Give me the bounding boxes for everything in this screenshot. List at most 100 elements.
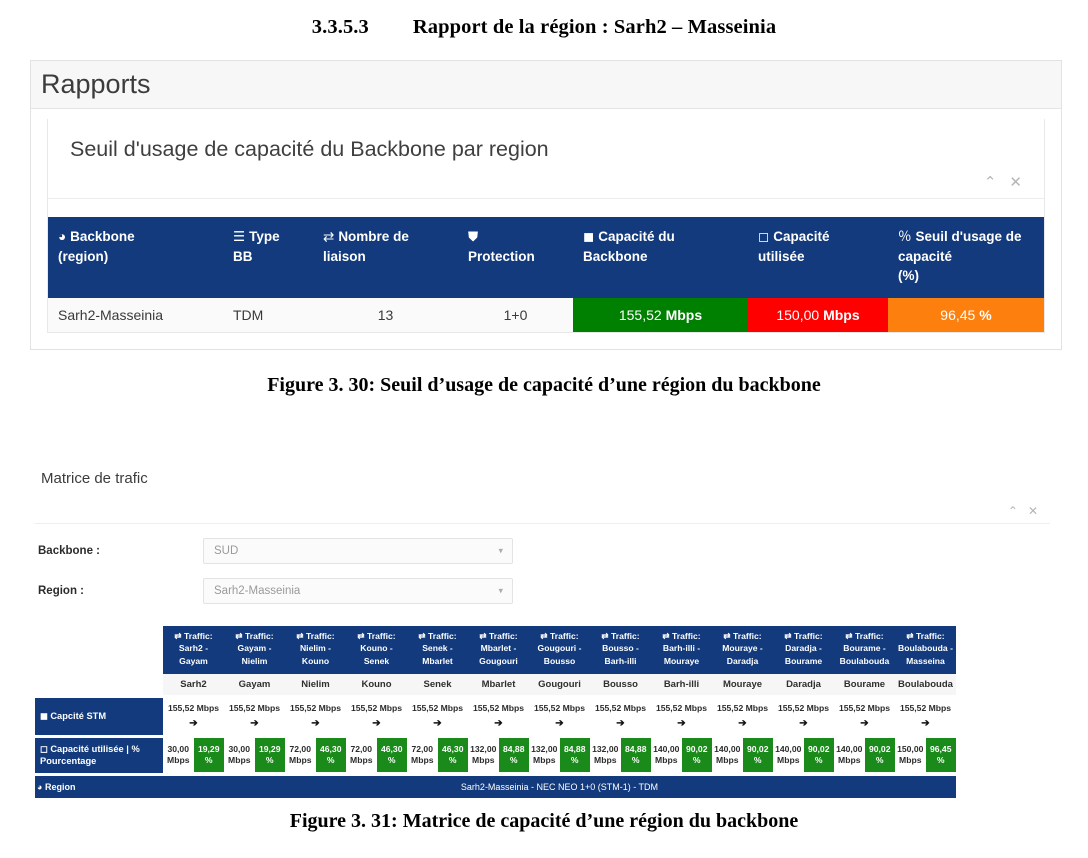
matrix-col-3[interactable]: ⇄ Traffic: Kouno - Senek — [346, 626, 407, 674]
pct-unit: % — [326, 755, 335, 766]
traffic-label: Traffic: — [244, 631, 274, 641]
matrix-site-corner — [35, 674, 163, 695]
site-cell-10: Daradja — [773, 674, 834, 695]
matrix-col-1[interactable]: ⇄ Traffic: Gayam - Nielim — [224, 626, 285, 674]
pct-value: 90,02 — [746, 743, 769, 754]
site-cell-6: Gougouri — [529, 674, 590, 695]
traffic-icon: ⇄ — [479, 631, 487, 641]
arrow-right-icon: ➔ — [860, 717, 869, 729]
matrix-col-12[interactable]: ⇄ Traffic: Boulabouda - Masseina — [895, 626, 956, 674]
row-label-used-line1: Capacité utilisée | % — [50, 743, 140, 754]
matrix-col-6[interactable]: ⇄ Traffic: Gougouri - Bousso — [529, 626, 590, 674]
collapse-chevron-icon[interactable]: ⌃ — [983, 174, 997, 191]
figure-caption-30: Figure 3. 30: Seuil d’usage de capacité … — [267, 374, 821, 396]
stm-cell-3: 155,52 Mbps ➔ — [346, 698, 407, 735]
chevron-down-icon: ▾ — [498, 545, 503, 556]
matrix-corner-cell — [35, 626, 163, 674]
table-header-row: ◕Backbone (region) ☰Type BB ⇄Nombre de l… — [48, 217, 1044, 298]
matrix-spacer-row — [35, 695, 956, 698]
capacity-value: 155,52 — [618, 306, 662, 323]
threshold-panel: Seuil d'usage de capacité du Backbone pa… — [47, 119, 1045, 333]
traffic-icon: ⇄ — [784, 631, 792, 641]
used-unit: Mbps — [228, 755, 251, 766]
pct-value: 84,88 — [563, 743, 586, 754]
matrix-used-row: ◻ Capacité utilisée | % Pourcentage 30,0… — [35, 737, 956, 773]
col-capacite-utilisee[interactable]: ◻Capacité utilisée — [748, 217, 888, 298]
link-line1: Bousso - — [602, 643, 639, 654]
close-icon[interactable]: ✕ — [1027, 504, 1038, 518]
site-cell-7: Bousso — [590, 674, 651, 695]
close-icon[interactable]: ✕ — [1009, 174, 1022, 191]
cell-nombre-liaison: 13 — [313, 297, 458, 332]
pct-value: 84,88 — [502, 743, 525, 754]
matrix-region-row: ◕ Region Sarh2-Masseinia - NEC NEO 1+0 (… — [35, 775, 956, 799]
stm-value: 155,52 Mbps — [228, 703, 281, 713]
used-value: 150,00 — [897, 743, 924, 754]
col-protection[interactable]: ⛊ Protection — [458, 217, 573, 298]
matrix-col-5[interactable]: ⇄ Traffic: Mbarlet - Gougouri — [468, 626, 529, 674]
col-label-line2: liaison — [323, 248, 366, 264]
matrix-col-11[interactable]: ⇄ Traffic: Bourame - Boulabouda — [834, 626, 895, 674]
matrix-col-8[interactable]: ⇄ Traffic: Barh-illi - Mouraye — [651, 626, 712, 674]
col-label-line2: Protection — [468, 248, 535, 264]
arrow-right-icon: ➔ — [189, 717, 198, 729]
traffic-icon: ⇄ — [906, 631, 914, 641]
col-capacite-backbone[interactable]: ◼Capacité du Backbone — [573, 217, 748, 298]
table-row[interactable]: Sarh2-Masseinia TDM 13 1+0 155,52 Mbps 1… — [48, 297, 1044, 332]
traffic-label: Traffic: — [854, 631, 884, 641]
collapse-chevron-icon[interactable]: ⌃ — [1007, 504, 1018, 518]
link-line1: Senek - — [422, 643, 453, 654]
arrow-right-icon: ➔ — [372, 717, 381, 729]
pct-value: 46,30 — [319, 743, 342, 754]
cell-type-bb: TDM — [223, 297, 313, 332]
stm-value: 155,52 Mbps — [350, 703, 403, 713]
matrix-col-9[interactable]: ⇄ Traffic: Mouraye - Daradja — [712, 626, 773, 674]
site-cell-4: Senek — [407, 674, 468, 695]
row-label-used-line2: Pourcentage — [40, 756, 97, 767]
used-unit: Mbps — [838, 755, 861, 766]
spacer-cell — [35, 734, 956, 738]
col-backbone-region[interactable]: ◕Backbone (region) — [48, 217, 223, 298]
figure-caption-31: Figure 3. 31: Matrice de capacité d’une … — [289, 810, 799, 832]
matrix-col-7[interactable]: ⇄ Traffic: Bousso - Barh-illi — [590, 626, 651, 674]
used-unit: Mbps — [411, 755, 434, 766]
spacer-cell — [35, 695, 956, 698]
site-cell-5: Mbarlet — [468, 674, 529, 695]
used-value: 30,00 — [228, 743, 250, 754]
threshold-unit: % — [979, 306, 992, 323]
stm-value: 155,52 Mbps — [411, 703, 464, 713]
backbone-field-row: Backbone : SUD ▾ — [35, 538, 1050, 564]
traffic-label: Traffic: — [427, 631, 457, 641]
traffic-label: Traffic: — [671, 631, 701, 641]
backbone-select[interactable]: SUD ▾ — [203, 538, 513, 564]
matrix-col-2[interactable]: ⇄ Traffic: Nielim - Kouno — [285, 626, 346, 674]
col-type-bb[interactable]: ☰Type BB — [223, 217, 313, 298]
used-value: 72,00 — [289, 743, 311, 754]
square-outline-icon: ◻ — [758, 229, 770, 244]
col-seuil-usage[interactable]: ％Seuil d'usage de capacité (%) — [888, 217, 1044, 298]
matrix-col-4[interactable]: ⇄ Traffic: Senek - Mbarlet — [407, 626, 468, 674]
traffic-icon: ⇄ — [418, 631, 426, 641]
square-filled-icon: ◼ — [583, 229, 595, 244]
matrix-stm-row: ◼ Capcité STM 155,52 Mbps➔ 155,52 Mbps➔ … — [35, 698, 956, 735]
traffic-label: Traffic: — [183, 631, 213, 641]
used-unit: Mbps — [594, 755, 617, 766]
matrix-col-10[interactable]: ⇄ Traffic: Daradja - Bourame — [773, 626, 834, 674]
matrix-col-0[interactable]: ⇄ Traffic: Sarh2 - Gayam — [163, 626, 224, 674]
square-outline-icon: ◻ — [40, 743, 48, 754]
pct-value: 46,30 — [380, 743, 403, 754]
region-select[interactable]: Sarh2-Masseinia ▾ — [203, 578, 513, 604]
pct-value: 19,29 — [197, 743, 220, 754]
col-nombre-liaison[interactable]: ⇄Nombre de liaison — [313, 217, 458, 298]
link-line2: Bourame — [784, 655, 823, 666]
pct-unit: % — [387, 755, 396, 766]
percent-icon: ％ — [898, 229, 912, 244]
stm-cell-4: 155,52 Mbps➔ — [407, 698, 468, 735]
